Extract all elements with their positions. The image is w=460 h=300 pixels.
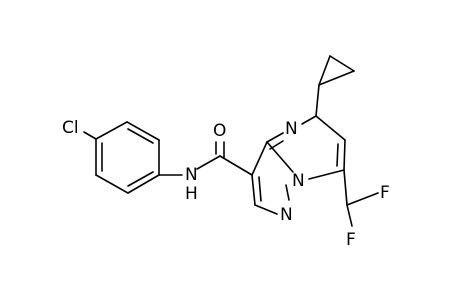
- pyrazole-ring: [251, 141, 294, 215]
- fluorine-upper-label: F: [380, 183, 390, 203]
- bond: [254, 204, 278, 215]
- amide-hydrogen-label: H: [185, 184, 198, 204]
- fluorine-lower-label: F: [346, 230, 356, 250]
- amide-nitrogen-label: N: [185, 165, 198, 185]
- carbonyl-oxygen-label: O: [213, 121, 226, 141]
- bond: [346, 204, 353, 227]
- bond: [315, 84, 320, 117]
- pyrazole-nitrogen-label: N: [280, 205, 293, 225]
- bond: [315, 115, 346, 141]
- pyrimidine-nitrogen-label: N: [285, 119, 298, 139]
- bond: [301, 115, 317, 125]
- double-bond: [127, 171, 154, 187]
- bond: [318, 70, 355, 86]
- bond: [251, 174, 256, 206]
- bond-c-c3: [219, 155, 253, 176]
- bond: [343, 139, 346, 171]
- cyclopropyl-group: [315, 55, 355, 117]
- bond: [329, 55, 355, 72]
- bond-c-cl: [83, 131, 97, 140]
- bond: [126, 121, 160, 141]
- bond-n-c: [196, 155, 221, 170]
- bond: [318, 55, 331, 86]
- double-bond: [269, 140, 284, 150]
- bond: [95, 121, 128, 140]
- bond: [308, 169, 345, 180]
- chlorophenyl-ring: [95, 121, 160, 194]
- double-bond: [258, 176, 262, 202]
- bond: [266, 132, 284, 143]
- bond: [285, 184, 290, 201]
- bond: [343, 169, 348, 206]
- bond: [266, 141, 294, 173]
- bond: [346, 192, 379, 206]
- difluoromethyl-group: [343, 169, 379, 227]
- pyrimidine-ring: [266, 115, 346, 180]
- double-bond: [336, 143, 339, 167]
- bond: [95, 174, 129, 194]
- double-bond: [127, 128, 154, 144]
- chlorine-label: Cl: [62, 118, 79, 138]
- bond: [127, 174, 160, 194]
- bridgehead-nitrogen-label: N: [292, 171, 305, 191]
- bond: [251, 141, 268, 176]
